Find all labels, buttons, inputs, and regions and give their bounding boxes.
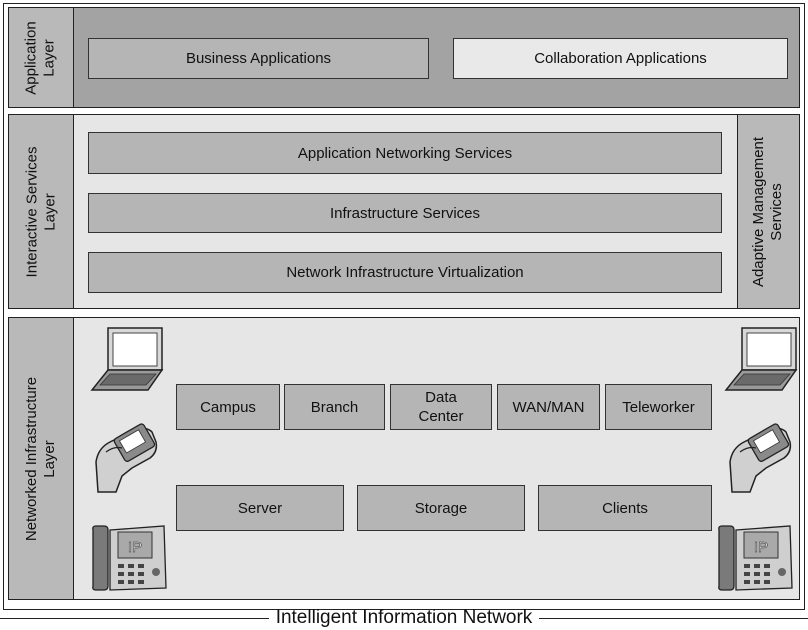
ip-phone-text: IP bbox=[754, 539, 768, 556]
interactive-services-label-line-1: Interactive Services bbox=[23, 146, 41, 277]
adaptive-management-label-line-1: Adaptive Management bbox=[750, 136, 768, 287]
laptop-icon bbox=[90, 327, 164, 391]
teleworker-box: Teleworker bbox=[605, 384, 712, 430]
branch-box: Branch bbox=[284, 384, 385, 430]
infrastructure-services-box: Infrastructure Services bbox=[88, 193, 722, 233]
footer-line-right bbox=[539, 617, 808, 619]
ip-phone-text: IP bbox=[128, 539, 142, 556]
pda-icon bbox=[729, 423, 792, 493]
interactive-services-layer-label: Interactive Services Layer bbox=[8, 114, 74, 309]
ip-phone-icon: IP bbox=[92, 525, 167, 591]
application-layer-label-line-1: Application bbox=[23, 20, 41, 95]
clients-box: Clients bbox=[538, 485, 712, 531]
footer-title-row: Intelligent Information Network bbox=[0, 606, 808, 630]
laptop-icon bbox=[724, 327, 798, 391]
adaptive-management-services-label: Adaptive Management Services bbox=[737, 114, 800, 309]
networked-infrastructure-layer-label: Networked Infrastructure Layer bbox=[8, 317, 74, 600]
collaboration-applications-box: Collaboration Applications bbox=[453, 38, 788, 79]
network-infrastructure-virtualization-box: Network Infrastructure Virtualization bbox=[88, 252, 722, 293]
storage-box: Storage bbox=[357, 485, 525, 531]
data-center-box: Data Center bbox=[390, 384, 492, 430]
application-layer-label: Application Layer bbox=[8, 7, 74, 108]
wan-man-box: WAN/MAN bbox=[497, 384, 600, 430]
footer-title: Intelligent Information Network bbox=[275, 607, 533, 628]
application-networking-services-box: Application Networking Services bbox=[88, 132, 722, 174]
adaptive-management-label-line-2: Services bbox=[768, 182, 786, 241]
application-layer-label-line-2: Layer bbox=[41, 38, 59, 77]
footer-line-left bbox=[0, 617, 269, 619]
interactive-services-label-line-2: Layer bbox=[41, 192, 59, 231]
server-box: Server bbox=[176, 485, 344, 531]
business-applications-box: Business Applications bbox=[88, 38, 429, 79]
pda-icon bbox=[95, 423, 158, 493]
data-center-label: Data Center bbox=[418, 389, 464, 425]
networked-infrastructure-label-line-1: Networked Infrastructure bbox=[23, 376, 41, 541]
ip-phone-icon: IP bbox=[718, 525, 793, 591]
networked-infrastructure-label-line-2: Layer bbox=[41, 439, 59, 478]
campus-box: Campus bbox=[176, 384, 280, 430]
